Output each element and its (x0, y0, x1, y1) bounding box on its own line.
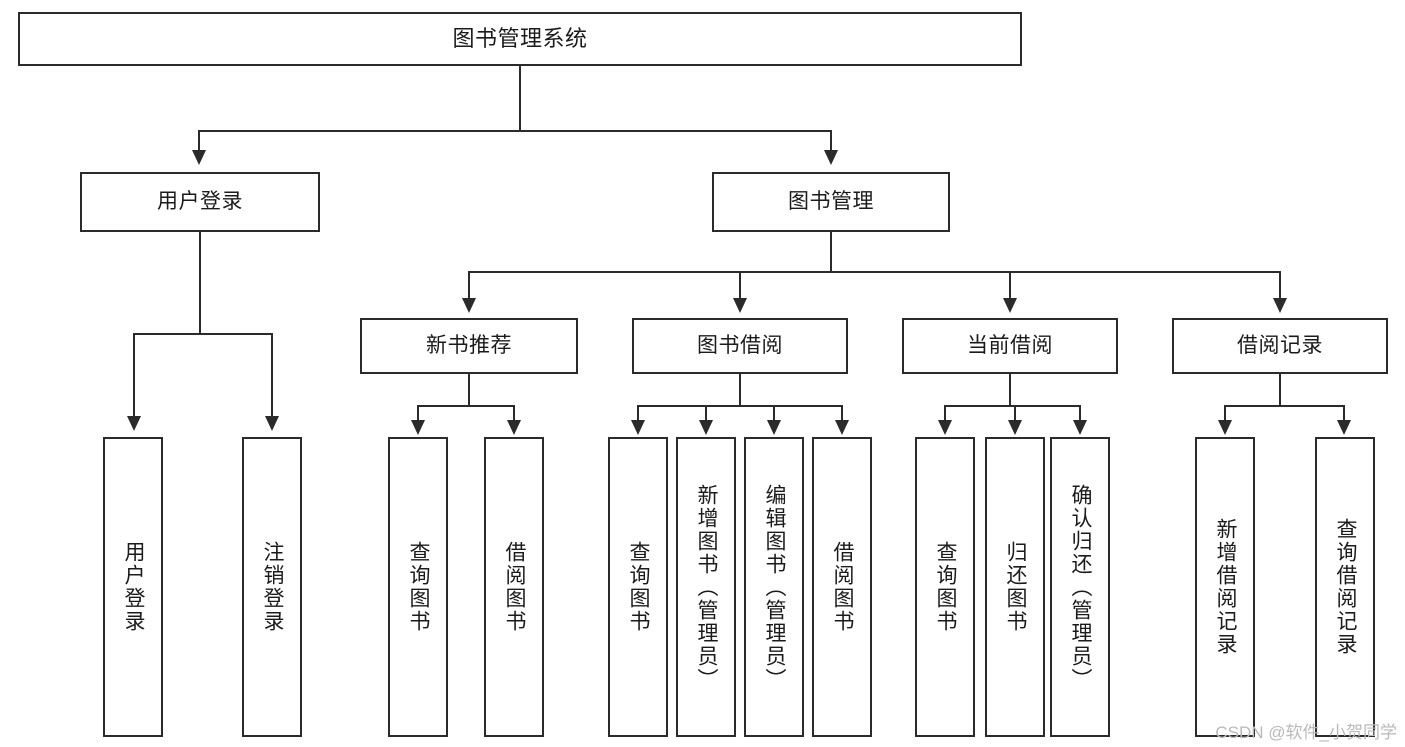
node-label: 查询图书 (407, 541, 431, 633)
connector-new-book-rec-stem (468, 374, 470, 405)
leaf-logout[interactable]: 注销登录 (242, 437, 302, 737)
arrowhead-user-login (192, 150, 206, 165)
arrowhead-bb-leaf-3 (767, 420, 781, 435)
node-label: 图书管理 (788, 189, 874, 213)
arrowhead-br-leaf-1 (1218, 420, 1232, 435)
leaf-user-login[interactable]: 用户登录 (103, 437, 163, 737)
connector-user-login-bus (133, 333, 273, 335)
connector-current-borrow-stem (1009, 374, 1011, 405)
connector-root-stem (519, 66, 521, 130)
node-current-borrow[interactable]: 当前借阅 (902, 318, 1118, 374)
connector-book-mgmt-stem (830, 232, 832, 271)
arrowhead-cb-leaf-3 (1073, 420, 1087, 435)
leaf-add-book-admin[interactable]: 新增图书（管理员） (676, 437, 736, 737)
arrowhead-nbr-leaf-2 (507, 420, 521, 435)
arrowhead-borrow-record (1273, 298, 1287, 313)
node-label: 图书借阅 (697, 333, 783, 357)
node-book-borrow[interactable]: 图书借阅 (632, 318, 848, 374)
leaf-borrow-book-bb[interactable]: 借阅图书 (812, 437, 872, 737)
connector-to-book-borrow (739, 271, 741, 299)
connector-cb-drop-3 (1079, 405, 1081, 421)
connector-book-mgmt-bus (468, 271, 1280, 273)
connector-book-borrow-bus (637, 405, 843, 407)
node-label: 查询借阅记录 (1334, 518, 1358, 656)
connector-bb-drop-2 (705, 405, 707, 421)
leaf-return-book[interactable]: 归还图书 (985, 437, 1045, 737)
node-root-system[interactable]: 图书管理系统 (18, 12, 1022, 66)
arrowhead-bb-leaf-2 (699, 420, 713, 435)
connector-root-to-user-login (198, 130, 200, 152)
csdn-watermark: CSDN @软件_小贺同学 (1215, 723, 1397, 742)
leaf-add-borrow-record[interactable]: 新增借阅记录 (1195, 437, 1255, 737)
connector-user-login-drop-1 (133, 333, 135, 417)
arrowhead-br-leaf-2 (1337, 420, 1351, 435)
connector-current-borrow-bus (944, 405, 1079, 407)
node-new-book-recommend[interactable]: 新书推荐 (360, 318, 578, 374)
node-label: 用户登录 (157, 189, 243, 213)
node-label: 新增图书（管理员） (695, 483, 719, 691)
leaf-query-borrow-record[interactable]: 查询借阅记录 (1315, 437, 1375, 737)
arrowhead-bb-leaf-1 (631, 420, 645, 435)
node-label: 归还图书 (1004, 541, 1028, 633)
connector-new-book-rec-drop-2 (513, 405, 515, 421)
node-label: 编辑图书（管理员） (763, 483, 787, 691)
connector-borrow-record-stem (1279, 374, 1281, 405)
node-label: 借阅记录 (1237, 333, 1323, 357)
arrowhead-current-borrow (1003, 298, 1017, 313)
connector-cb-drop-1 (944, 405, 946, 421)
connector-root-to-book-mgmt (830, 130, 832, 152)
node-borrow-record[interactable]: 借阅记录 (1172, 318, 1388, 374)
arrowhead-nbr-leaf-1 (411, 420, 425, 435)
node-label: 图书管理系统 (452, 26, 588, 52)
connector-bb-drop-1 (637, 405, 639, 421)
node-label: 用户登录 (122, 541, 146, 633)
connector-root-bus (198, 130, 832, 132)
node-user-login[interactable]: 用户登录 (80, 172, 320, 232)
connector-br-drop-1 (1224, 405, 1226, 421)
node-label: 新增借阅记录 (1214, 518, 1238, 656)
connector-to-current-borrow (1009, 271, 1011, 299)
node-label: 借阅图书 (503, 541, 527, 633)
node-label: 新书推荐 (426, 333, 512, 357)
leaf-confirm-return-admin[interactable]: 确认归还（管理员） (1050, 437, 1110, 737)
arrowhead-bb-leaf-4 (835, 420, 849, 435)
node-label: 注销登录 (261, 541, 285, 633)
connector-bb-drop-3 (773, 405, 775, 421)
connector-user-login-drop-2 (271, 333, 273, 417)
arrowhead-cb-leaf-1 (938, 420, 952, 435)
connector-to-new-book-rec (468, 271, 470, 299)
connector-user-login-stem (199, 232, 201, 333)
node-label: 查询图书 (627, 541, 651, 633)
connector-cb-drop-2 (1014, 405, 1016, 421)
leaf-query-book-nbr[interactable]: 查询图书 (388, 437, 448, 737)
arrowhead-new-book-rec (462, 298, 476, 313)
leaf-query-book-cb[interactable]: 查询图书 (915, 437, 975, 737)
arrowhead-leaf-user-login (127, 416, 141, 431)
leaf-query-book-bb[interactable]: 查询图书 (608, 437, 668, 737)
connector-new-book-rec-bus (417, 405, 514, 407)
connector-book-borrow-stem (739, 374, 741, 405)
leaf-borrow-book-nbr[interactable]: 借阅图书 (484, 437, 544, 737)
node-label: 当前借阅 (967, 333, 1053, 357)
connector-borrow-record-bus (1224, 405, 1345, 407)
node-label: 借阅图书 (831, 541, 855, 633)
node-label: 确认归还（管理员） (1069, 483, 1093, 691)
connector-br-drop-2 (1343, 405, 1345, 421)
node-book-management[interactable]: 图书管理 (712, 172, 950, 232)
connector-bb-drop-4 (841, 405, 843, 421)
node-label: 查询图书 (934, 541, 958, 633)
arrowhead-cb-leaf-2 (1008, 420, 1022, 435)
arrowhead-leaf-logout (265, 416, 279, 431)
connector-new-book-rec-drop-1 (417, 405, 419, 421)
arrowhead-book-mgmt (824, 150, 838, 165)
arrowhead-book-borrow (733, 298, 747, 313)
leaf-edit-book-admin[interactable]: 编辑图书（管理员） (744, 437, 804, 737)
connector-to-borrow-record (1279, 271, 1281, 299)
